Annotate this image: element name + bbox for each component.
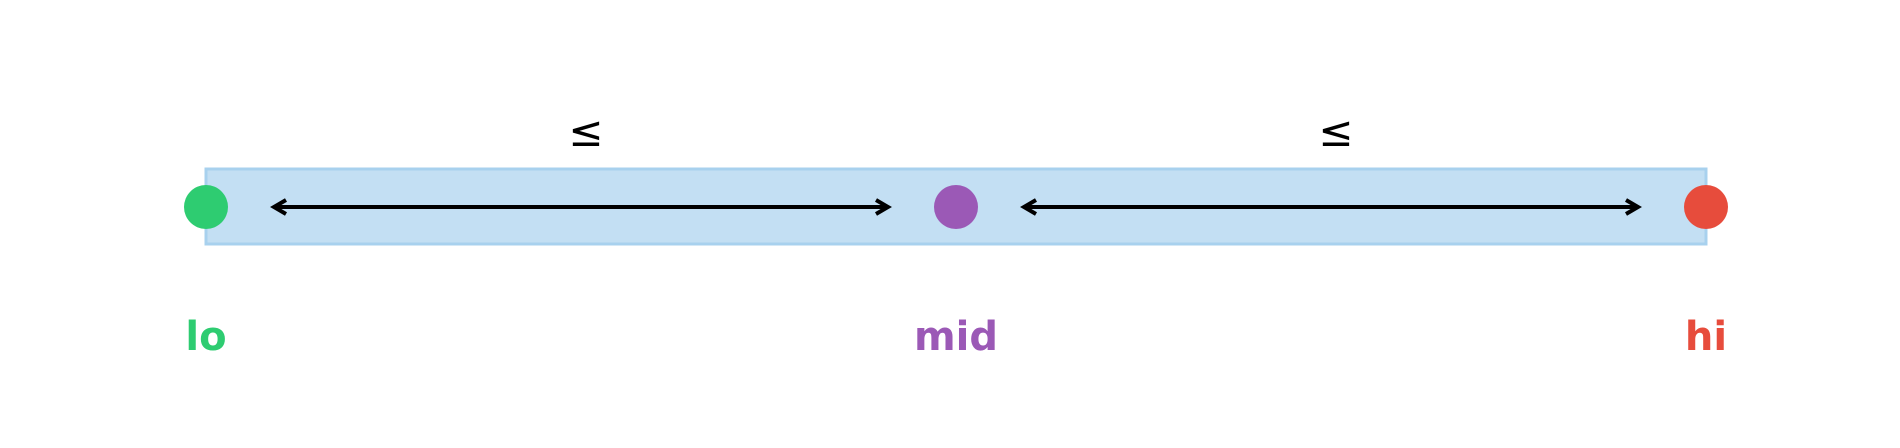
right-relation-symbol: ≤ [1318, 107, 1353, 156]
mid-pointer-label: mid [914, 314, 998, 360]
left-arrow-head-start [270, 198, 288, 216]
lo-pointer-label: lo [185, 314, 226, 360]
right-range-arrow [1020, 198, 1642, 216]
mid-pointer-dot [934, 185, 978, 229]
right-arrow-head-end [1624, 198, 1642, 216]
left-relation-symbol: ≤ [568, 107, 603, 156]
hi-pointer-label: hi [1685, 314, 1727, 360]
right-arrow-head-start [1020, 198, 1038, 216]
lo-pointer-dot [184, 185, 228, 229]
left-range-arrow [270, 198, 892, 216]
left-arrow-head-end [874, 198, 892, 216]
hi-pointer-dot [1684, 185, 1728, 229]
